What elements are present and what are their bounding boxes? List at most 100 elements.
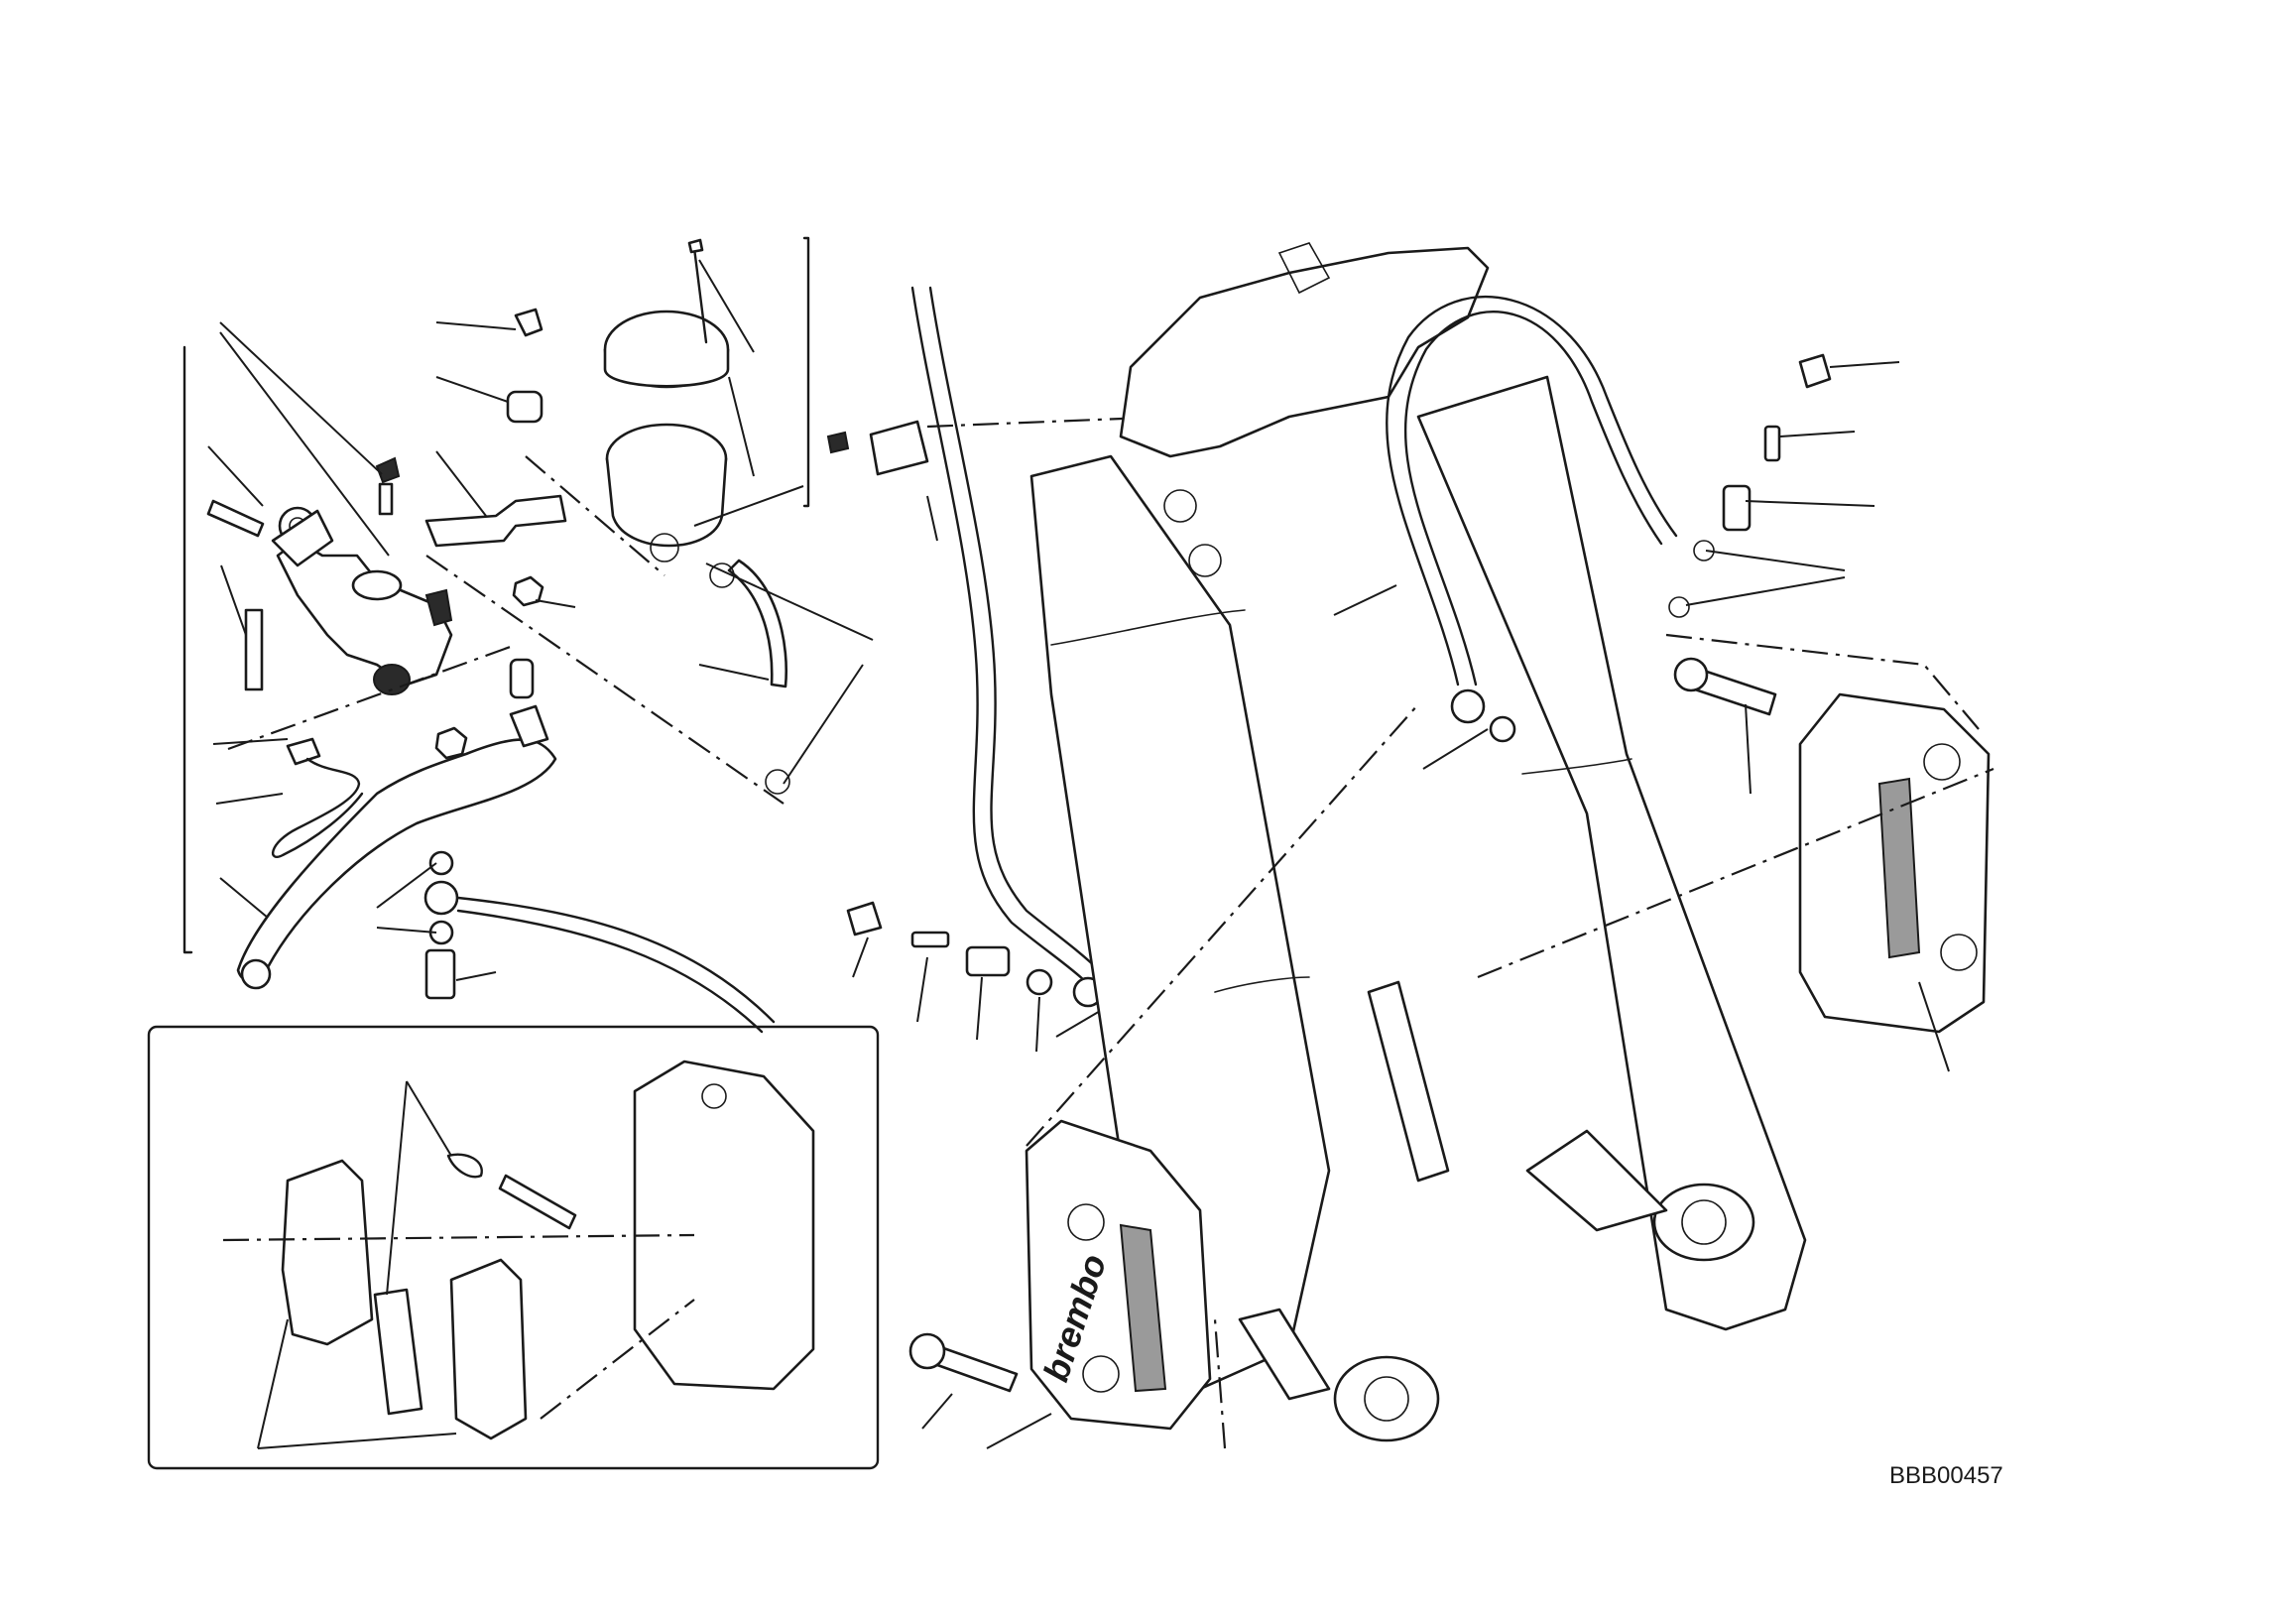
- caliper-left-bolt-head: [908, 1332, 946, 1370]
- brake-hose-master: [456, 896, 776, 1024]
- brake-light-switch: [286, 737, 321, 766]
- caliper-right-bolt-head: [1673, 657, 1709, 692]
- leader-i3: [257, 1318, 289, 1449]
- clamp-screw: [206, 499, 265, 538]
- fork-tube-left: [1029, 454, 1331, 1391]
- hose-clamp: [869, 420, 929, 476]
- triple-clamp-ear: [1277, 242, 1331, 295]
- axis-line-left-2: [1213, 1318, 1227, 1449]
- leader-o: [705, 562, 874, 641]
- leader-i4: [257, 1433, 457, 1449]
- mud-guard-stay: [1367, 980, 1450, 1183]
- bleed-screw-body: [378, 482, 394, 516]
- leader-s: [376, 927, 437, 934]
- leader-f: [215, 793, 284, 805]
- leader-t: [455, 971, 497, 981]
- group-bracket-left: [182, 345, 193, 954]
- bracket-bolt: [514, 308, 544, 337]
- reservoir-body: [605, 457, 728, 548]
- axis-line-inset-1: [222, 1233, 695, 1242]
- bleed-cap-right: [1798, 353, 1832, 389]
- axis-line-lever: [227, 643, 517, 751]
- leader-fork-1: [1333, 584, 1397, 616]
- pad-pin: [498, 1174, 577, 1230]
- bleed-cap: [846, 901, 883, 936]
- switch-cable: [272, 757, 364, 858]
- fork-banjo: [1450, 688, 1486, 724]
- left-caliper-group: brembo: [908, 703, 1419, 1449]
- pivot-spacer: [509, 658, 535, 699]
- master-cylinder-port: [351, 569, 403, 601]
- caliper-left: [1025, 1119, 1212, 1431]
- leader-r6: [1745, 703, 1752, 795]
- caliper-left-mount-bottom: [1082, 1355, 1120, 1393]
- group-bracket-right: [802, 236, 810, 508]
- axle-hole-right: [1681, 1199, 1727, 1245]
- leader-d: [220, 564, 247, 636]
- hose-clamp-screw: [826, 431, 850, 454]
- leader-r2: [1779, 431, 1856, 437]
- fork-tube-right: [1416, 375, 1807, 1331]
- leader-r7: [1918, 981, 1950, 1072]
- pivot-nut: [434, 726, 468, 760]
- brake-pad-inner: [449, 1258, 528, 1440]
- leader-r4: [1705, 550, 1846, 571]
- leader-i1: [406, 1080, 452, 1157]
- brake-hose-fork-inner: [1403, 311, 1663, 687]
- mounting-stud: [244, 608, 264, 691]
- brake-hose-centre-outer: [928, 286, 1101, 972]
- reservoir-cap-side: [603, 349, 730, 388]
- leader-x: [1035, 996, 1040, 1053]
- leader-w: [976, 976, 983, 1041]
- leader-q: [783, 664, 864, 785]
- banjo-washer-centre: [1026, 968, 1053, 996]
- pad-spring: [373, 1288, 423, 1416]
- brake-lever: [236, 738, 557, 982]
- lever-adjuster: [509, 704, 549, 748]
- brake-pad-outer: [281, 1159, 374, 1346]
- axle-hole-left: [1364, 1376, 1409, 1422]
- inset-caliper: [633, 1060, 815, 1391]
- washer-right-lower: [1668, 596, 1690, 618]
- caliper-right-mount-bottom: [1940, 934, 1978, 971]
- leader-j: [435, 450, 487, 517]
- leader-i: [435, 376, 509, 403]
- leader-r3: [1745, 500, 1875, 507]
- leader-n: [693, 485, 804, 527]
- leader-r5: [1685, 576, 1846, 606]
- clamp-bolt-2: [1188, 544, 1222, 577]
- leader-h: [435, 321, 517, 330]
- pad-clip: [446, 1153, 483, 1179]
- right-caliper-group: [1477, 353, 1994, 1072]
- brake-hose-centre: [910, 286, 1088, 984]
- fork-seal-right: [1521, 758, 1632, 775]
- fork-washer: [1489, 715, 1516, 743]
- caliper-left-mount-top: [1067, 1203, 1105, 1241]
- master-cylinder-body: [276, 539, 453, 687]
- inset-caliper-hole: [701, 1083, 727, 1109]
- leader-e: [212, 738, 289, 745]
- adjuster-spring: [424, 588, 453, 627]
- leader-r: [376, 862, 437, 909]
- reservoir-screw: [692, 246, 708, 344]
- leader-a: [219, 321, 383, 475]
- banjo-bolt-right: [1722, 484, 1752, 532]
- leader-m: [728, 376, 755, 477]
- fork-ring-left: [1214, 976, 1310, 993]
- rubber-grommet: [506, 390, 544, 424]
- front-fork-assembly: [1029, 242, 1807, 1442]
- reservoir-screw-head: [687, 238, 704, 254]
- reservoir-bracket: [424, 494, 567, 548]
- leader-r1: [1829, 361, 1900, 368]
- fluid-reservoir: [603, 238, 730, 562]
- bleed-valve-right: [1763, 425, 1781, 462]
- axle-holder-right: [1652, 1183, 1755, 1262]
- leader-fork-2: [1422, 728, 1489, 770]
- fork-seal-left: [1050, 609, 1246, 646]
- inset-panel: [147, 1025, 880, 1470]
- bleed-screw: [375, 456, 401, 484]
- hose-clip-lower: [765, 769, 790, 795]
- leader-b: [219, 331, 390, 557]
- leader-u: [852, 936, 869, 978]
